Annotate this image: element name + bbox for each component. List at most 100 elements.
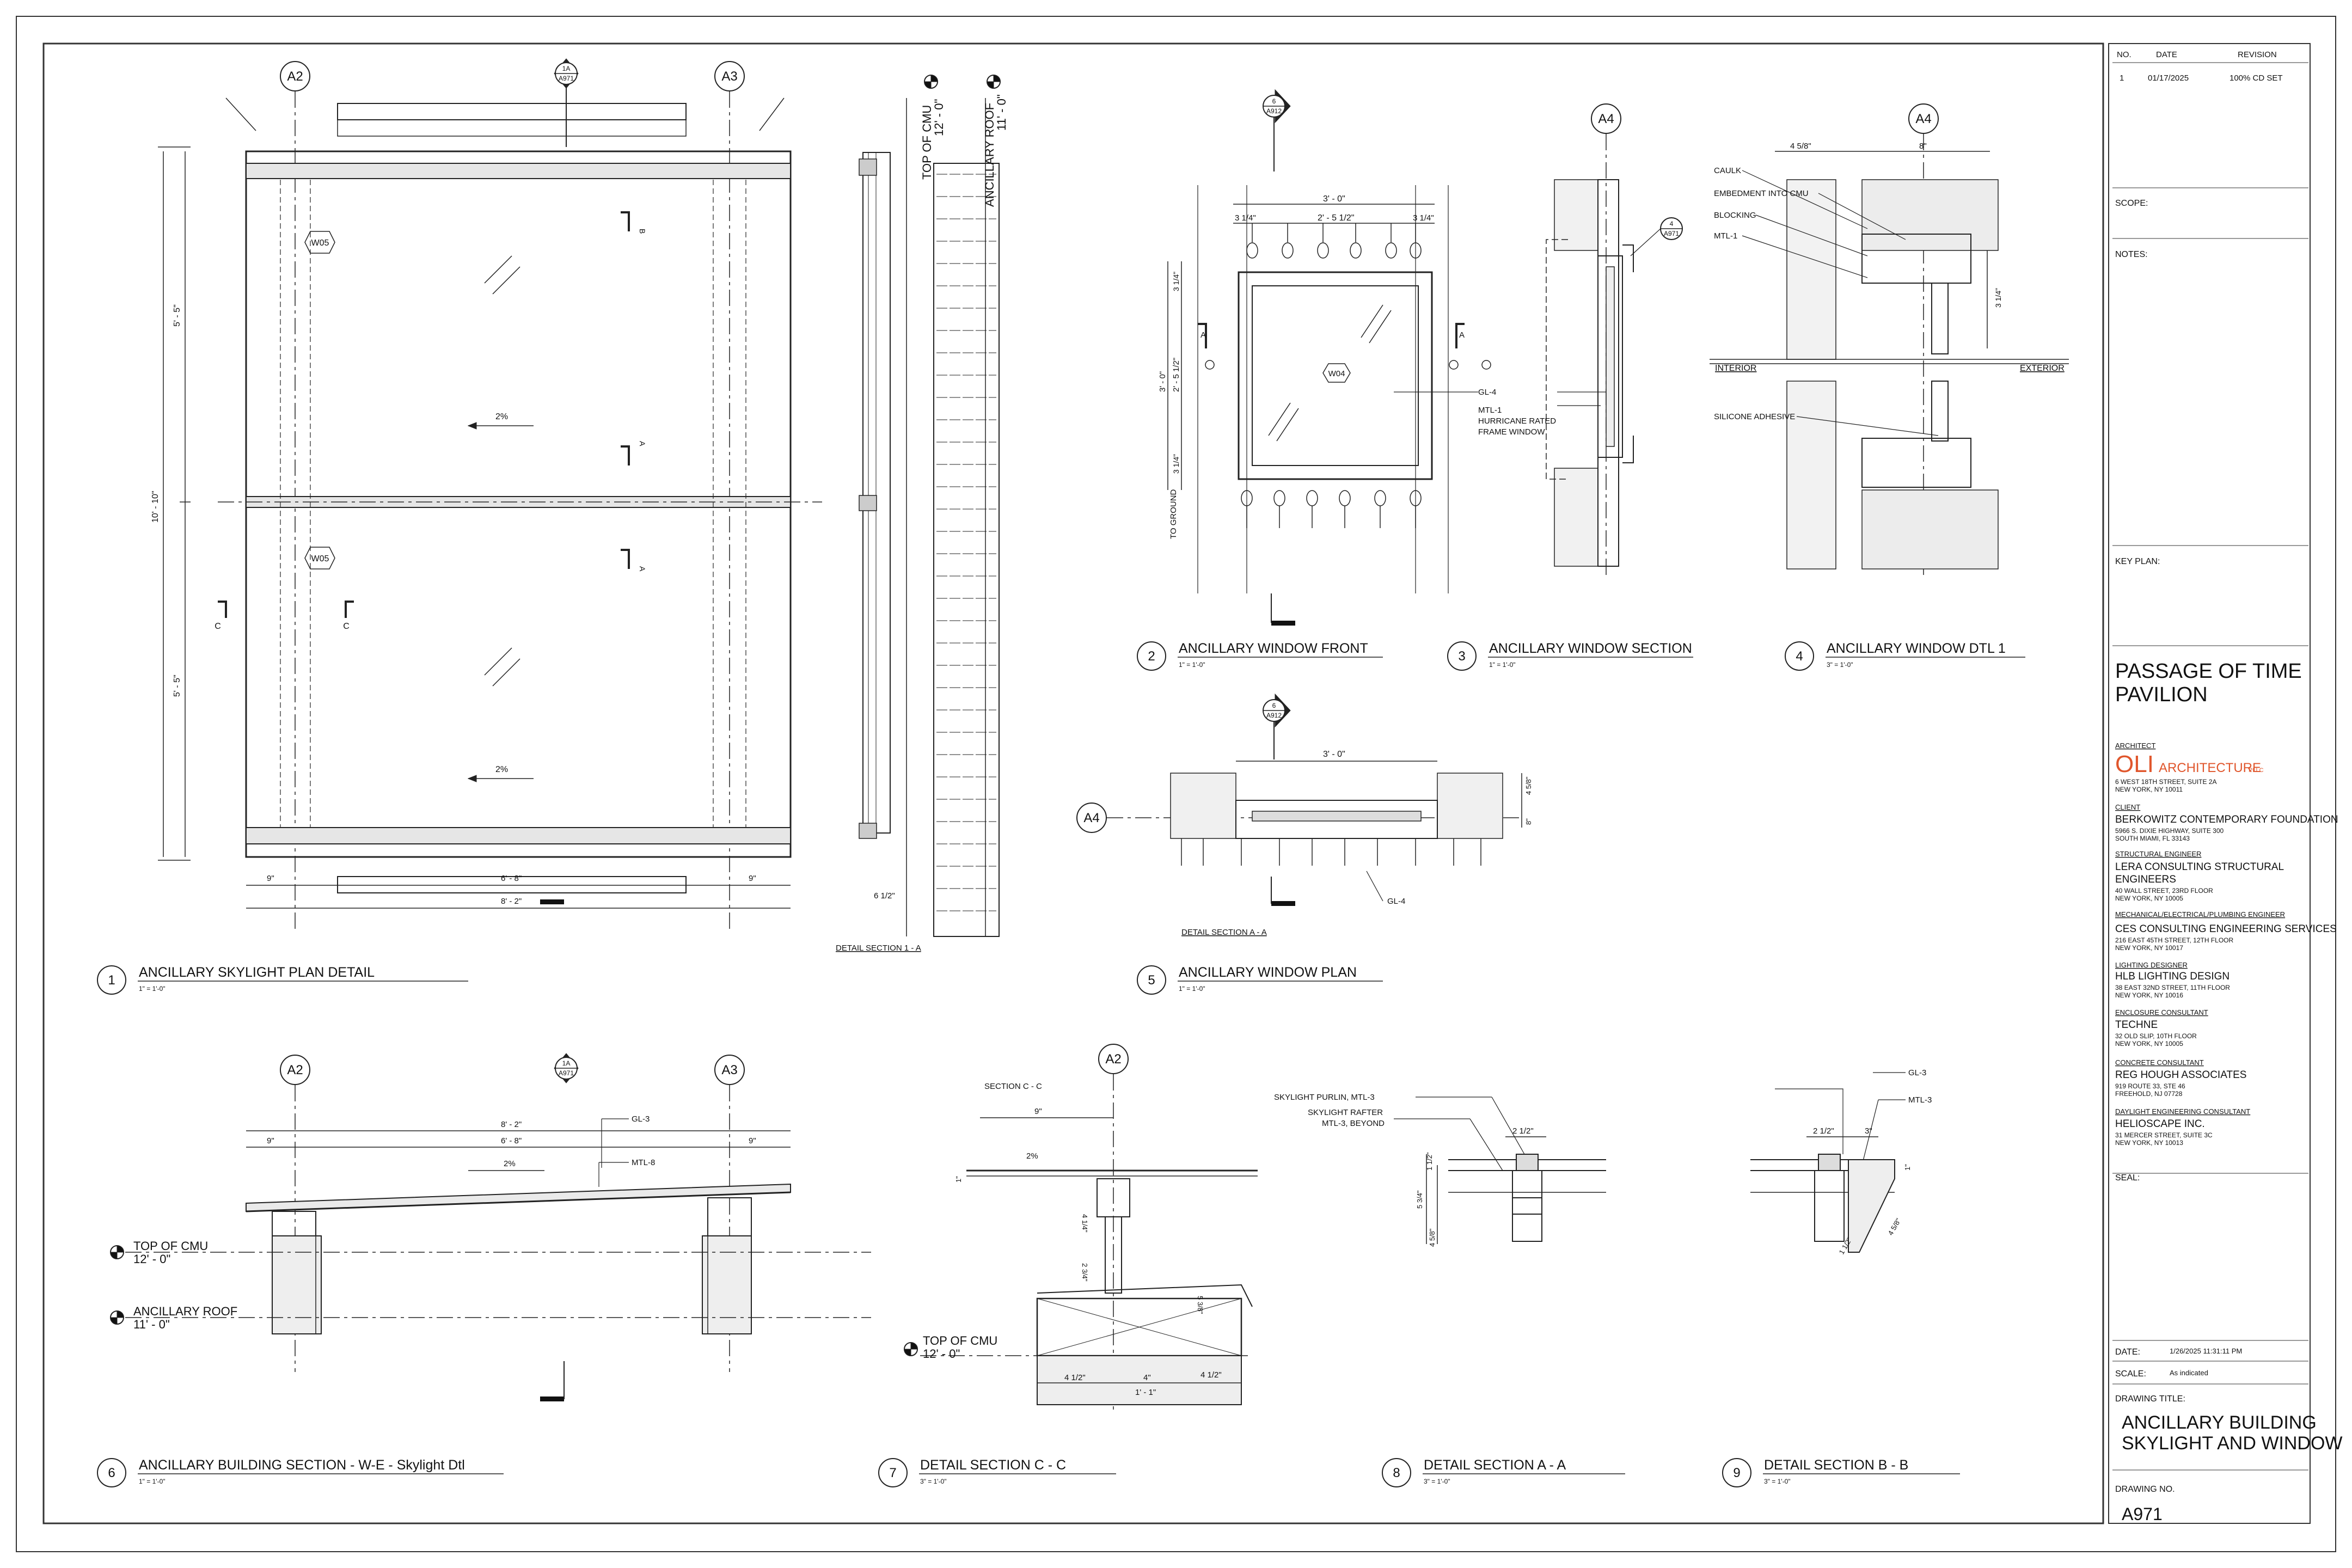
slope-label: 2% (495, 412, 508, 421)
level-marker-fill (924, 75, 938, 89)
dim-9-left: 9" (267, 874, 274, 883)
project-name-line2: PAVILION (2115, 683, 2208, 706)
section-strip-clip (859, 158, 877, 176)
detail-number: 9 (1733, 1466, 1740, 1480)
dim-4-58: 4 5/8" (1428, 1228, 1436, 1247)
gl4-label: GL-4 (1387, 897, 1405, 906)
section-cut-a-label: A (638, 566, 647, 572)
architect-suffix: PLLC (2249, 767, 2264, 774)
detail-title-text: ANCILLARY BUILDING SECTION - W-E - Skyli… (139, 1457, 465, 1473)
detail-3-window-section: A4 4 A971 GL-4 MTL-1 HURRICANE RATED FRA… (1478, 103, 1683, 577)
detail-scale: 1" = 1'-0" (139, 1478, 166, 1485)
section-strip-clip (859, 823, 877, 839)
section-tag-sheet: A971 (559, 75, 574, 82)
client-role: CLIENT (2115, 803, 2140, 811)
drawing-title-line2: SKYLIGHT AND WINDOW (2122, 1433, 2343, 1454)
frame-member (1931, 283, 1949, 354)
titleblock-border (2108, 43, 2311, 1524)
dim-3-0-v: 3' - 0" (1158, 371, 1167, 392)
anchor-loop (1339, 490, 1351, 506)
grid-label-a3: A3 (721, 1063, 737, 1077)
top-of-cmu-label: TOP OF CMU (920, 105, 934, 180)
anchor-loop (1306, 490, 1318, 506)
detail-callout-sheet: A971 (1664, 230, 1679, 237)
struct-addr2: NEW YORK, NY 10005 (2115, 895, 2183, 902)
plan-anchors (1181, 838, 1481, 866)
dim-5-38: 5 3/8" (1196, 1296, 1204, 1314)
window-frame-outer (1238, 271, 1433, 480)
dim-5-34: 5 3/4" (1416, 1190, 1424, 1209)
anchor-loop (1350, 242, 1362, 259)
detail-number: 1 (108, 973, 115, 988)
dim-4-12-left: 4 1/2" (1064, 1373, 1086, 1382)
detail-number-bubble (1785, 641, 1814, 671)
dim-3-0: 3' - 0" (1323, 194, 1345, 204)
day-name: HELIOSCAPE INC. (2115, 1118, 2205, 1130)
skew-line (759, 97, 785, 131)
silicone-label: SILICONE ADHESIVE (1714, 412, 1795, 421)
dim-2-12: 2 1/2" (1813, 1126, 1834, 1136)
architect-name: ARCHITECTURE (2159, 761, 2261, 775)
notes-label: NOTES: (2115, 250, 2148, 259)
glass-mark (492, 658, 520, 687)
detail-scale: 1" = 1'-0" (1179, 985, 1205, 993)
leader (1755, 215, 1868, 256)
section-cut-dot (1449, 360, 1459, 370)
section-strip-clip (859, 495, 877, 511)
dim-3: 3" (1865, 1126, 1872, 1136)
enc-addr1: 32 OLD SLIP, 10TH FLOOR (2115, 1032, 2197, 1040)
dim-1-1: 1' - 1" (1135, 1388, 1156, 1397)
architect-role: ARCHITECT (2115, 742, 2155, 750)
section-cut-a (1455, 323, 1465, 348)
detail-scale: 3" = 1'-0" (1764, 1478, 1791, 1485)
dim-2-5h-v: 2' - 5 1/2" (1172, 358, 1181, 392)
detail-scale: 1" = 1'-0" (1489, 661, 1516, 669)
light-name: HLB LIGHTING DESIGN (2115, 971, 2230, 982)
wall-left (1170, 773, 1236, 839)
rafter-web (1105, 1216, 1122, 1294)
section-tag-num: 6 (1272, 97, 1276, 105)
dim-3-14-right: 3 1/4" (1413, 213, 1434, 223)
anchor-loop (1374, 490, 1386, 506)
section-cut-dot (1205, 360, 1215, 370)
frame-profile-top (1861, 234, 1971, 284)
detail-number: 7 (889, 1466, 896, 1480)
detail-number-bubble (878, 1458, 908, 1487)
date-value: 1/26/2025 11:31:11 PM (2170, 1347, 2242, 1355)
detail-number: 2 (1148, 649, 1155, 664)
anchor-loop (1317, 242, 1329, 259)
cmu-column (933, 163, 1000, 937)
window-tag-w04-text: W04 (1328, 369, 1345, 378)
architect-addr1: 6 WEST 18TH STREET, SUITE 2A (2115, 778, 2217, 786)
detail-title-text: DETAIL SECTION C - C (920, 1457, 1066, 1473)
dim-6-8: 6' - 8" (501, 1136, 522, 1146)
dim-8: 8" (1919, 142, 1927, 151)
cmu-courses (936, 174, 996, 911)
conc-name: REG HOUGH ASSOCIATES (2115, 1069, 2246, 1081)
scale-value: As indicated (2170, 1369, 2208, 1377)
rafter-label-2: MTL-3, BEYOND (1322, 1119, 1385, 1128)
window-tag-w05 (304, 547, 335, 569)
section-cut-a-label: A (1459, 330, 1465, 340)
glass-mark (492, 266, 520, 295)
detail-1-skylight-plan: A2 A3 1A A971 W05 W05 (151, 58, 822, 931)
block-bottom (1861, 489, 1999, 569)
edge-flashing (1848, 1159, 1895, 1253)
caulk-label: CAULK (1714, 166, 1741, 175)
cmu-wall-right (702, 1235, 752, 1334)
wall-outline (1546, 239, 1568, 480)
top-rail-inner (337, 119, 687, 137)
detail-section-aa-label: DETAIL SECTION A - A (1181, 928, 1267, 937)
day-addr1: 31 MERCER STREET, SUITE 3C (2115, 1131, 2213, 1139)
section-mark (540, 899, 564, 904)
mep-name: CES CONSULTING ENGINEERING SERVICES (2115, 923, 2337, 935)
cmu-wall-left (272, 1235, 322, 1334)
purlin-body (1512, 1170, 1542, 1215)
day-addr2: NEW YORK, NY 10013 (2115, 1139, 2183, 1147)
drawing-no: A971 (2122, 1504, 2163, 1524)
